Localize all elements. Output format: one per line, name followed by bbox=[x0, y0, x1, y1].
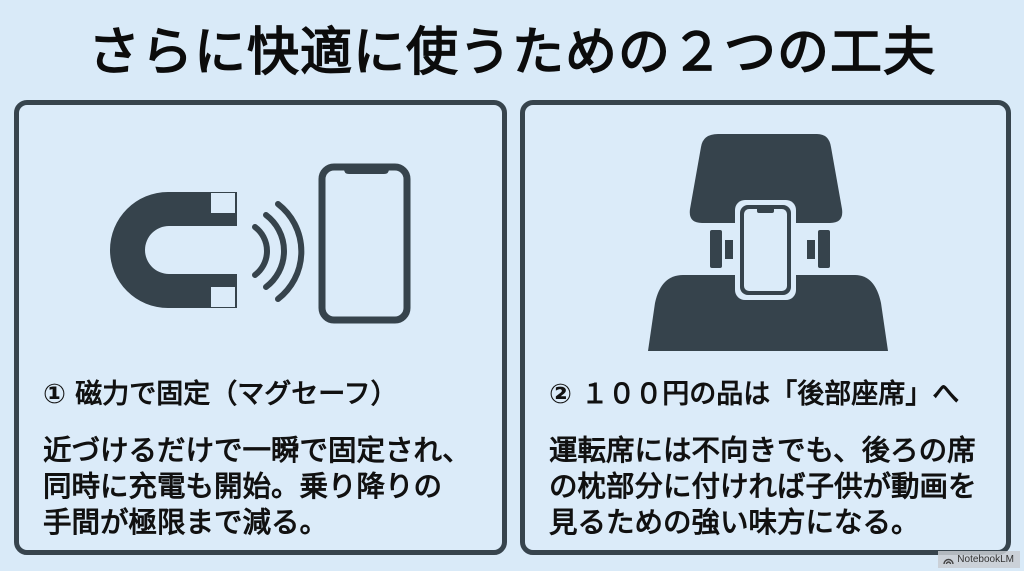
notebooklm-watermark: NotebookLM bbox=[938, 551, 1020, 568]
magnet-to-phone-icon bbox=[110, 163, 411, 324]
tip-description-line: の枕部分に付ければ子供が動画を bbox=[549, 470, 977, 503]
tip-panel-rear-seat: ② １００円の品は「後部座席」へ 運転席には不向きでも、後ろの席 の枕部分に付け… bbox=[520, 100, 1011, 555]
tip-description-line: 手間が極限まで減る。 bbox=[43, 506, 329, 539]
headrest-phone-mount-icon bbox=[648, 134, 888, 351]
tip-panel-magsafe: ① 磁力で固定（マグセーフ） 近づけるだけで一瞬で固定され、 同時に充電も開始。… bbox=[14, 100, 507, 555]
watermark-label: NotebookLM bbox=[957, 554, 1014, 565]
tip-description-line: 見るための強い味方になる。 bbox=[549, 506, 920, 539]
smartphone-icon bbox=[318, 163, 411, 324]
smartphone-icon bbox=[735, 200, 796, 300]
tip-description: 運転席には不向きでも、後ろの席 の枕部分に付ければ子供が動画を 見るための強い味… bbox=[549, 433, 977, 541]
tip-description-line: 同時に充電も開始。乗り降りの bbox=[43, 470, 443, 503]
magnet-icon bbox=[110, 192, 237, 308]
page-title: さらに快適に使うための２つの工夫 bbox=[87, 23, 936, 83]
headrest-icon bbox=[689, 134, 843, 223]
tip-heading: ① 磁力で固定（マグセーフ） bbox=[43, 379, 398, 410]
signal-waves-icon bbox=[252, 201, 305, 302]
seat-back-icon bbox=[648, 275, 888, 351]
tip-description-line: 近づけるだけで一瞬で固定され、 bbox=[43, 434, 471, 467]
tip-heading: ② １００円の品は「後部座席」へ bbox=[549, 379, 960, 410]
tip-description: 近づけるだけで一瞬で固定され、 同時に充電も開始。乗り降りの 手間が極限まで減る… bbox=[43, 433, 471, 541]
notebooklm-logo-icon bbox=[943, 558, 954, 564]
tip-description-line: 運転席には不向きでも、後ろの席 bbox=[549, 434, 976, 467]
